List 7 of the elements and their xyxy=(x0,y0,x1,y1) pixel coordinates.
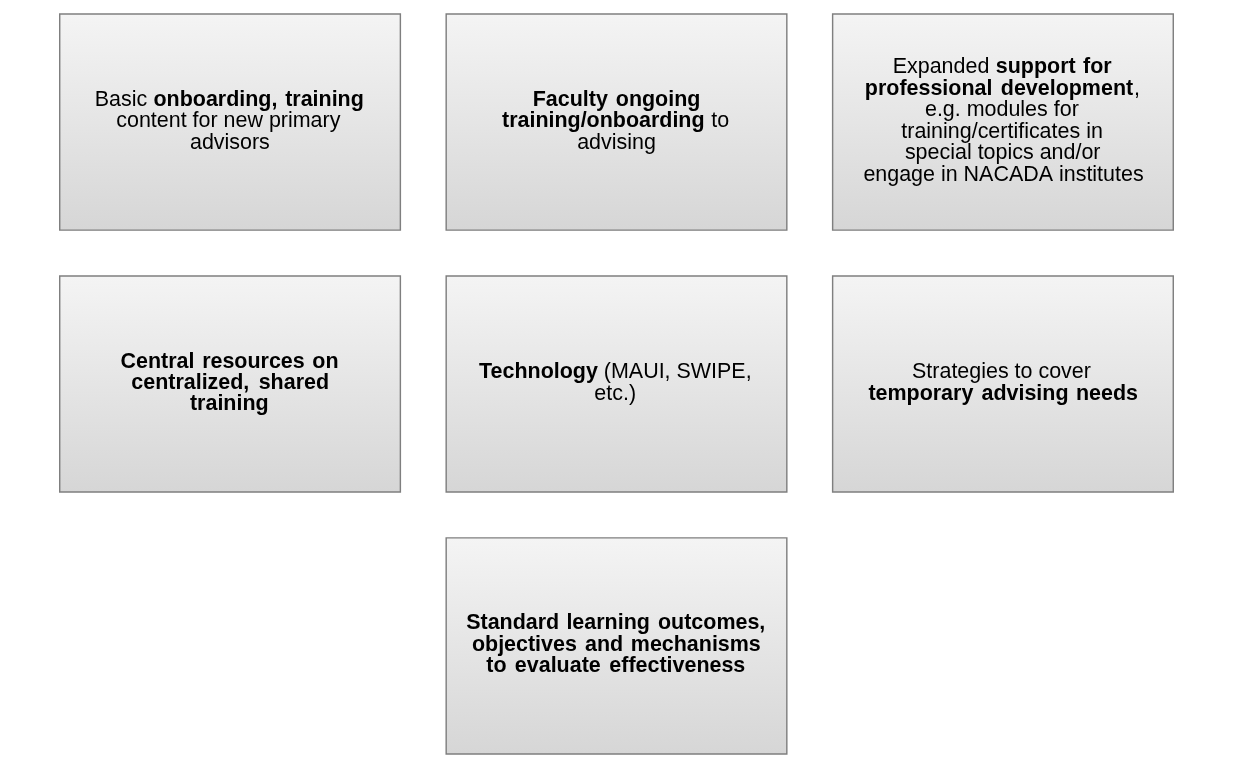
node-box: Expanded support for professional development, e.g. modules for training/certificates in special topics and/or engage in NACADA institutes xyxy=(831,13,1174,231)
node-box: Technology (MAUI, SWIPE, etc.) xyxy=(445,275,788,493)
node-box: Central resources on centralized, shared training xyxy=(59,275,402,493)
node-box: Faculty ongoing training/onboarding to advising xyxy=(445,13,788,231)
node-box: Basic onboarding, training content for new primary advisors xyxy=(59,13,402,231)
node-box: Standard learning outcomes, objectives and mechanisms to evaluate effectiveness xyxy=(445,537,788,755)
node-box: Strategies to cover temporary advising needs xyxy=(831,275,1174,493)
